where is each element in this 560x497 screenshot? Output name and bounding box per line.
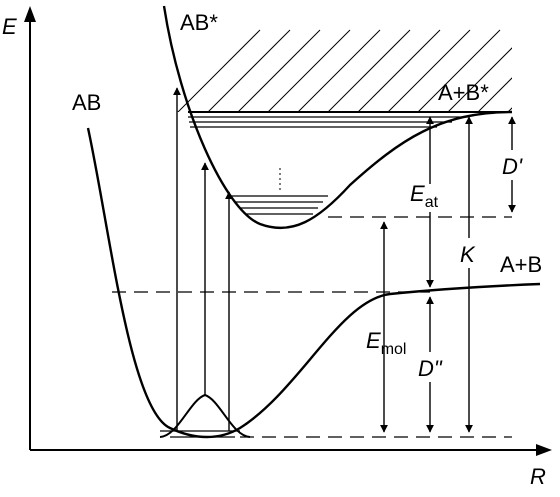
emol-label: Emol <box>366 328 406 358</box>
x-axis-label: R <box>530 464 546 489</box>
ground-asymptote-label: A+B <box>500 252 542 277</box>
ground-state-curve <box>86 127 541 439</box>
dissociation-continuum-hatching <box>170 29 512 112</box>
ground-curve-label: AB <box>72 90 101 115</box>
excited-lower-vibrational-levels <box>231 195 328 215</box>
d-prime-label: D' <box>502 154 523 179</box>
eat-label: Eat <box>410 181 439 211</box>
excited-upper-vibrational-levels <box>188 116 468 128</box>
y-axis-arrowhead <box>24 6 36 22</box>
k-label: K <box>460 242 476 267</box>
excited-asymptote-label: A+B* <box>438 80 489 105</box>
excited-state-curve <box>162 5 513 230</box>
y-axis-label: E <box>2 14 17 39</box>
excited-curve-label: AB* <box>180 10 218 35</box>
x-axis-arrowhead <box>536 444 552 456</box>
d-double-prime-label: D" <box>418 356 443 381</box>
